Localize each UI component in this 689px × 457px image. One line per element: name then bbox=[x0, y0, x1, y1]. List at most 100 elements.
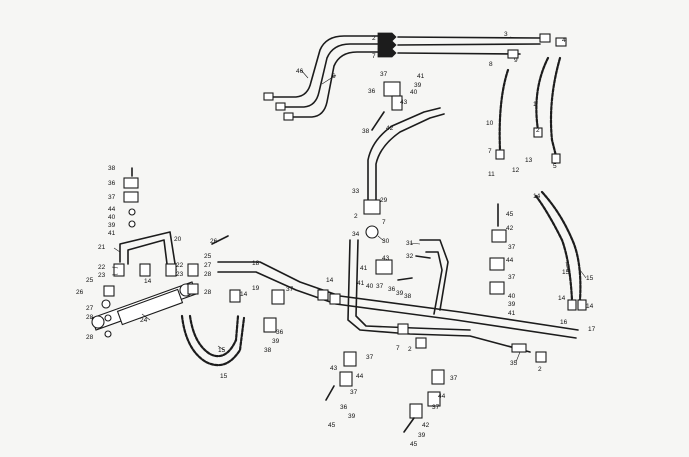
label-3: 3 bbox=[504, 31, 508, 38]
label-45-bottom: 45 bbox=[410, 441, 418, 448]
label-2-bottom: 2 bbox=[538, 366, 542, 373]
cylinder-24 bbox=[91, 281, 197, 331]
label-32: 32 bbox=[406, 253, 414, 260]
label-40-top: 40 bbox=[410, 89, 418, 96]
label-38-left: 38 bbox=[264, 347, 272, 354]
label-25-right: 25 bbox=[204, 253, 212, 260]
label-24: 24 bbox=[140, 317, 148, 324]
top-long-pipes bbox=[377, 32, 567, 59]
label-14-right-c: 14 bbox=[586, 303, 594, 310]
label-39-left-stack: 39 bbox=[108, 222, 116, 229]
label-20: 20 bbox=[174, 236, 182, 243]
label-7-low: 7 bbox=[396, 345, 400, 352]
label-5: 5 bbox=[553, 163, 557, 170]
label-28-left-b: 28 bbox=[86, 334, 94, 341]
label-38-mid: 38 bbox=[404, 293, 412, 300]
label-26-left: 26 bbox=[76, 289, 84, 296]
label-39-mid: 39 bbox=[396, 290, 404, 297]
label-17: 17 bbox=[588, 326, 596, 333]
label-14-left: 14 bbox=[240, 291, 248, 298]
label-7-right: 7 bbox=[488, 148, 492, 155]
label-27-right: 27 bbox=[204, 262, 212, 269]
label-30: 30 bbox=[382, 238, 390, 245]
label-44-left-stack: 44 bbox=[108, 206, 116, 213]
label-41-top: 41 bbox=[417, 73, 425, 80]
label-36-low: 36 bbox=[340, 404, 348, 411]
label-23-left: 23 bbox=[98, 272, 106, 279]
label-44-bottom: 44 bbox=[438, 393, 446, 400]
label-28-right-b: 28 bbox=[204, 289, 212, 296]
label-38-left-stack: 38 bbox=[108, 165, 116, 172]
label-45-low: 45 bbox=[328, 422, 336, 429]
right-hoses bbox=[495, 56, 562, 164]
label-41-mid: 41 bbox=[360, 265, 368, 272]
label-13: 13 bbox=[525, 157, 533, 164]
label-2-low: 2 bbox=[408, 346, 412, 353]
label-40-right: 40 bbox=[508, 293, 516, 300]
label-2-right: 2 bbox=[536, 127, 540, 134]
label-46: 46 bbox=[296, 68, 304, 75]
label-36-mid: 36 bbox=[388, 286, 396, 293]
label-34: 34 bbox=[352, 231, 360, 238]
label-39-left: 39 bbox=[272, 338, 280, 345]
label-31: 31 bbox=[406, 240, 414, 247]
label-40-mid: 40 bbox=[366, 283, 374, 290]
label-28-left-a: 28 bbox=[86, 314, 94, 321]
label-22-right: 22 bbox=[176, 262, 184, 269]
label-41-mid-b: 41 bbox=[357, 280, 365, 287]
label-4: 4 bbox=[562, 37, 566, 44]
label-14-right-b: 14 bbox=[558, 295, 566, 302]
label-41-right: 41 bbox=[508, 310, 516, 317]
label-39-right: 39 bbox=[508, 301, 516, 308]
label-23-right: 23 bbox=[176, 271, 184, 278]
label-37-left: 37 bbox=[286, 286, 294, 293]
label-37-bottom-b: 37 bbox=[432, 404, 440, 411]
fittings bbox=[101, 235, 547, 363]
label-25-left: 25 bbox=[86, 277, 94, 284]
label-7-mid: 7 bbox=[382, 219, 386, 226]
label-36-left: 36 bbox=[276, 329, 284, 336]
label-37-left-stack: 37 bbox=[108, 194, 116, 201]
label-9: 9 bbox=[514, 57, 518, 64]
label-37-top: 37 bbox=[380, 71, 388, 78]
label-2-top: 2 bbox=[372, 35, 376, 42]
label-42-top: 42 bbox=[386, 125, 394, 132]
label-14-right: 14 bbox=[533, 193, 541, 200]
label-37-mid: 37 bbox=[376, 283, 384, 290]
label-39-low: 39 bbox=[348, 413, 356, 420]
label-11: 11 bbox=[488, 171, 495, 178]
label-1: 1 bbox=[533, 101, 537, 108]
label-15-left-b: 15 bbox=[220, 373, 228, 380]
label-36-top: 36 bbox=[368, 88, 376, 95]
label-37-right-a: 37 bbox=[508, 244, 516, 251]
label-7-top: 7 bbox=[372, 53, 376, 60]
label-37-right-b: 37 bbox=[508, 274, 516, 281]
label-43-top: 43 bbox=[400, 99, 408, 106]
label-15-right-a: 15 bbox=[562, 269, 570, 276]
label-44-low: 44 bbox=[356, 373, 364, 380]
label-40-left-stack: 40 bbox=[108, 214, 116, 221]
part-number-labels: 3 2 7 4 8 9 46 6 37 41 39 40 36 43 38 42… bbox=[76, 31, 596, 448]
clamp-stacks bbox=[123, 81, 507, 433]
label-10: 10 bbox=[486, 120, 494, 127]
label-43-mid: 43 bbox=[382, 255, 390, 262]
label-27-left: 27 bbox=[86, 305, 94, 312]
right-loop-hose bbox=[534, 190, 587, 311]
label-29: 29 bbox=[380, 197, 388, 204]
label-15-right-b: 15 bbox=[586, 275, 594, 282]
label-15-left-a: 15 bbox=[218, 347, 226, 354]
lower-hose-loop bbox=[180, 314, 246, 367]
label-14-mid: 14 bbox=[326, 277, 334, 284]
label-22-left: 22 bbox=[98, 264, 106, 271]
label-39-bottom: 39 bbox=[418, 432, 426, 439]
label-37-bottom-a: 37 bbox=[450, 375, 458, 382]
label-37-low-a: 37 bbox=[366, 354, 374, 361]
label-8: 8 bbox=[489, 61, 493, 68]
label-44-right: 44 bbox=[506, 257, 514, 264]
label-35: 35 bbox=[510, 360, 518, 367]
label-12: 12 bbox=[512, 167, 520, 174]
label-19: 19 bbox=[252, 285, 260, 292]
label-42-bottom: 42 bbox=[422, 422, 430, 429]
label-2-mid: 2 bbox=[354, 213, 358, 220]
